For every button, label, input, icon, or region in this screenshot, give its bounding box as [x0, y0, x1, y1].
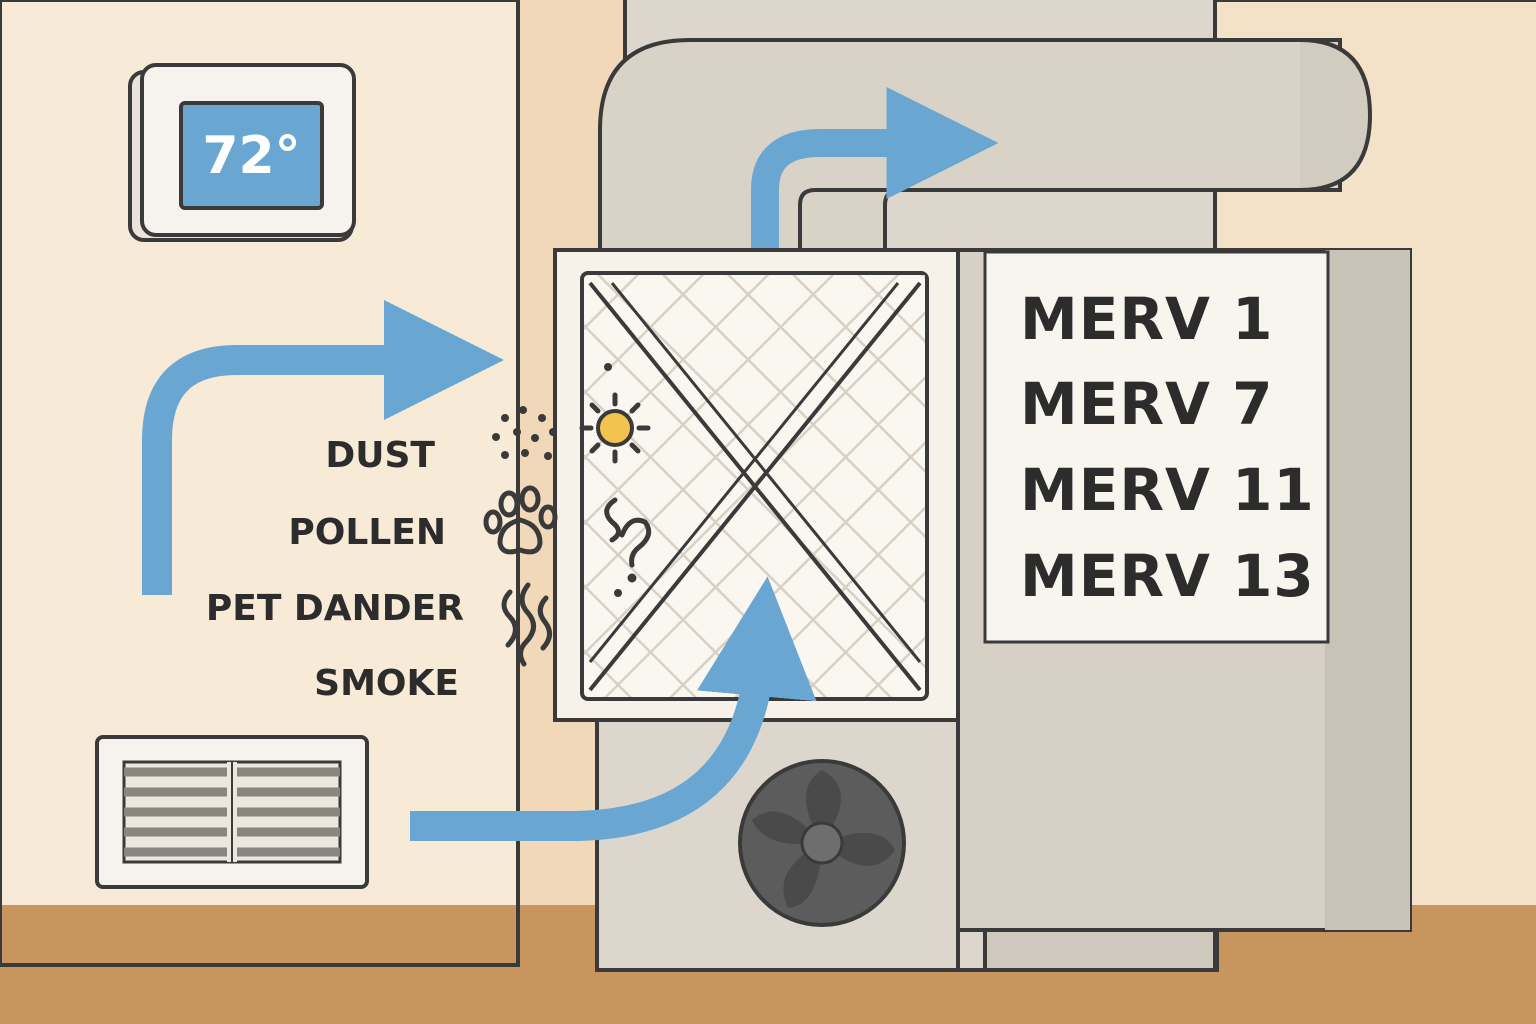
paw-print-icon — [483, 485, 558, 555]
thermostat — [128, 63, 356, 242]
pollutant-label-pet-dander: PET DANDER — [205, 588, 464, 629]
merv-panel — [983, 250, 1330, 644]
airflow-arrow-top — [751, 87, 999, 248]
return-air-vent — [95, 735, 369, 889]
merv-rating-11: MERV 11 — [1020, 456, 1315, 524]
pollutant-label-dust: DUST — [325, 435, 435, 476]
airflow-arrow-bottom — [410, 576, 817, 841]
pollutant-label-pollen: POLLEN — [288, 512, 446, 553]
thermostat-screen — [179, 101, 324, 210]
duct-pipe-end — [1299, 38, 1373, 192]
left-wall-base — [0, 0, 520, 967]
smoke-wisps-icon — [501, 582, 552, 667]
fan-icon — [738, 759, 906, 927]
question-swirl-icon — [604, 497, 652, 583]
merv-rating-1: MERV 1 — [1020, 285, 1274, 353]
pollutant-label-smoke: SMOKE — [314, 663, 459, 704]
dust-particles-icon — [492, 406, 557, 460]
thermostat-reading: 72° — [202, 125, 301, 186]
sun-icon — [579, 392, 651, 464]
duct-inner-curve — [798, 188, 900, 260]
merv-rating-7: MERV 7 — [1020, 370, 1274, 438]
merv-rating-13: MERV 13 — [1020, 542, 1315, 610]
airflow-arrow-left — [142, 300, 504, 595]
